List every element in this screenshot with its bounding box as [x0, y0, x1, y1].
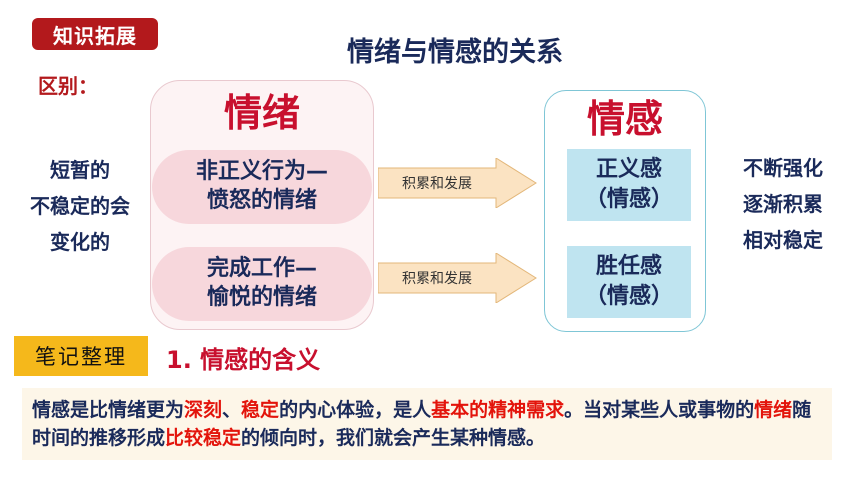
feeling-example-2: 胜任感 （情感） — [567, 246, 691, 318]
arrow-right-icon — [377, 157, 537, 209]
emotion-example-1-line-1: 非正义行为— — [195, 159, 328, 185]
difference-label: 区别： — [38, 74, 98, 98]
emotion-heading: 情绪 — [223, 91, 300, 135]
emotion-desc-line-1: 短暂的 — [50, 158, 110, 182]
feeling-desc-line-1: 不断强化 — [743, 156, 823, 180]
definition-highlight: 深刻 — [184, 399, 223, 421]
page-title: 情绪与情感的关系 — [347, 37, 563, 68]
feeling-example-1-line-2: （情感） — [584, 187, 673, 212]
feeling-desc-line-2: 逐渐积累 — [743, 192, 823, 216]
definition-highlight: 稳定 — [241, 399, 280, 421]
develop-arrow-2-label: 积累和发展 — [402, 271, 472, 287]
emotion-desc-line-3: 变化的 — [50, 230, 110, 254]
definition-highlight: 情绪 — [754, 399, 793, 421]
section-title: 1. 情感的含义 — [166, 346, 321, 374]
feeling-example-2-line-1: 胜任感 — [595, 254, 662, 280]
feeling-example-1: 正义感 （情感） — [567, 149, 691, 221]
definition-highlight: 比较稳定 — [165, 427, 242, 449]
feeling-example-2-line-2: （情感） — [584, 284, 673, 309]
develop-arrow-1: 积累和发展 — [377, 157, 538, 209]
emotion-example-1: 非正义行为— 愤怒的情绪 — [152, 150, 372, 224]
emotion-desc-line-2: 不稳定的会 — [30, 194, 130, 218]
feeling-example-1-line-1: 正义感 — [595, 157, 662, 183]
definition-text: 、 — [222, 399, 242, 421]
emotion-description: 短暂的 不稳定的会 变化的 — [12, 152, 148, 260]
feeling-description: 不断强化 逐渐积累 相对稳定 — [718, 150, 848, 258]
definition-text: 的倾向时，我们就会产生某种情感。 — [241, 427, 546, 449]
definition-text: 。当对某些人或事物的 — [564, 399, 755, 421]
definition-text: 情感是比情绪更为 — [32, 399, 185, 421]
feeling-desc-line-3: 相对稳定 — [743, 228, 823, 252]
emotion-example-2-line-2: 愉悦的情绪 — [206, 285, 317, 310]
definition-box: 情感是比情绪更为深刻、稳定的内心体验，是人基本的精神需求。当对某些人或事物的情绪… — [22, 388, 832, 460]
notes-label: 笔记整理 — [14, 336, 148, 376]
emotion-example-2-line-1: 完成工作— — [206, 256, 317, 282]
definition-highlight: 基本的精神需求 — [431, 399, 565, 421]
arrow-right-icon — [377, 252, 537, 304]
develop-arrow-2: 积累和发展 — [377, 252, 538, 304]
definition-text: 的内心体验，是人 — [279, 399, 432, 421]
emotion-example-2: 完成工作— 愉悦的情绪 — [152, 247, 372, 321]
knowledge-extension-tag: 知识拓展 — [32, 18, 158, 50]
emotion-example-1-line-2: 愤怒的情绪 — [206, 188, 317, 213]
feeling-heading: 情感 — [586, 97, 663, 141]
definition-text: 随时间的推移形成 — [32, 399, 812, 449]
develop-arrow-1-label: 积累和发展 — [402, 176, 472, 192]
